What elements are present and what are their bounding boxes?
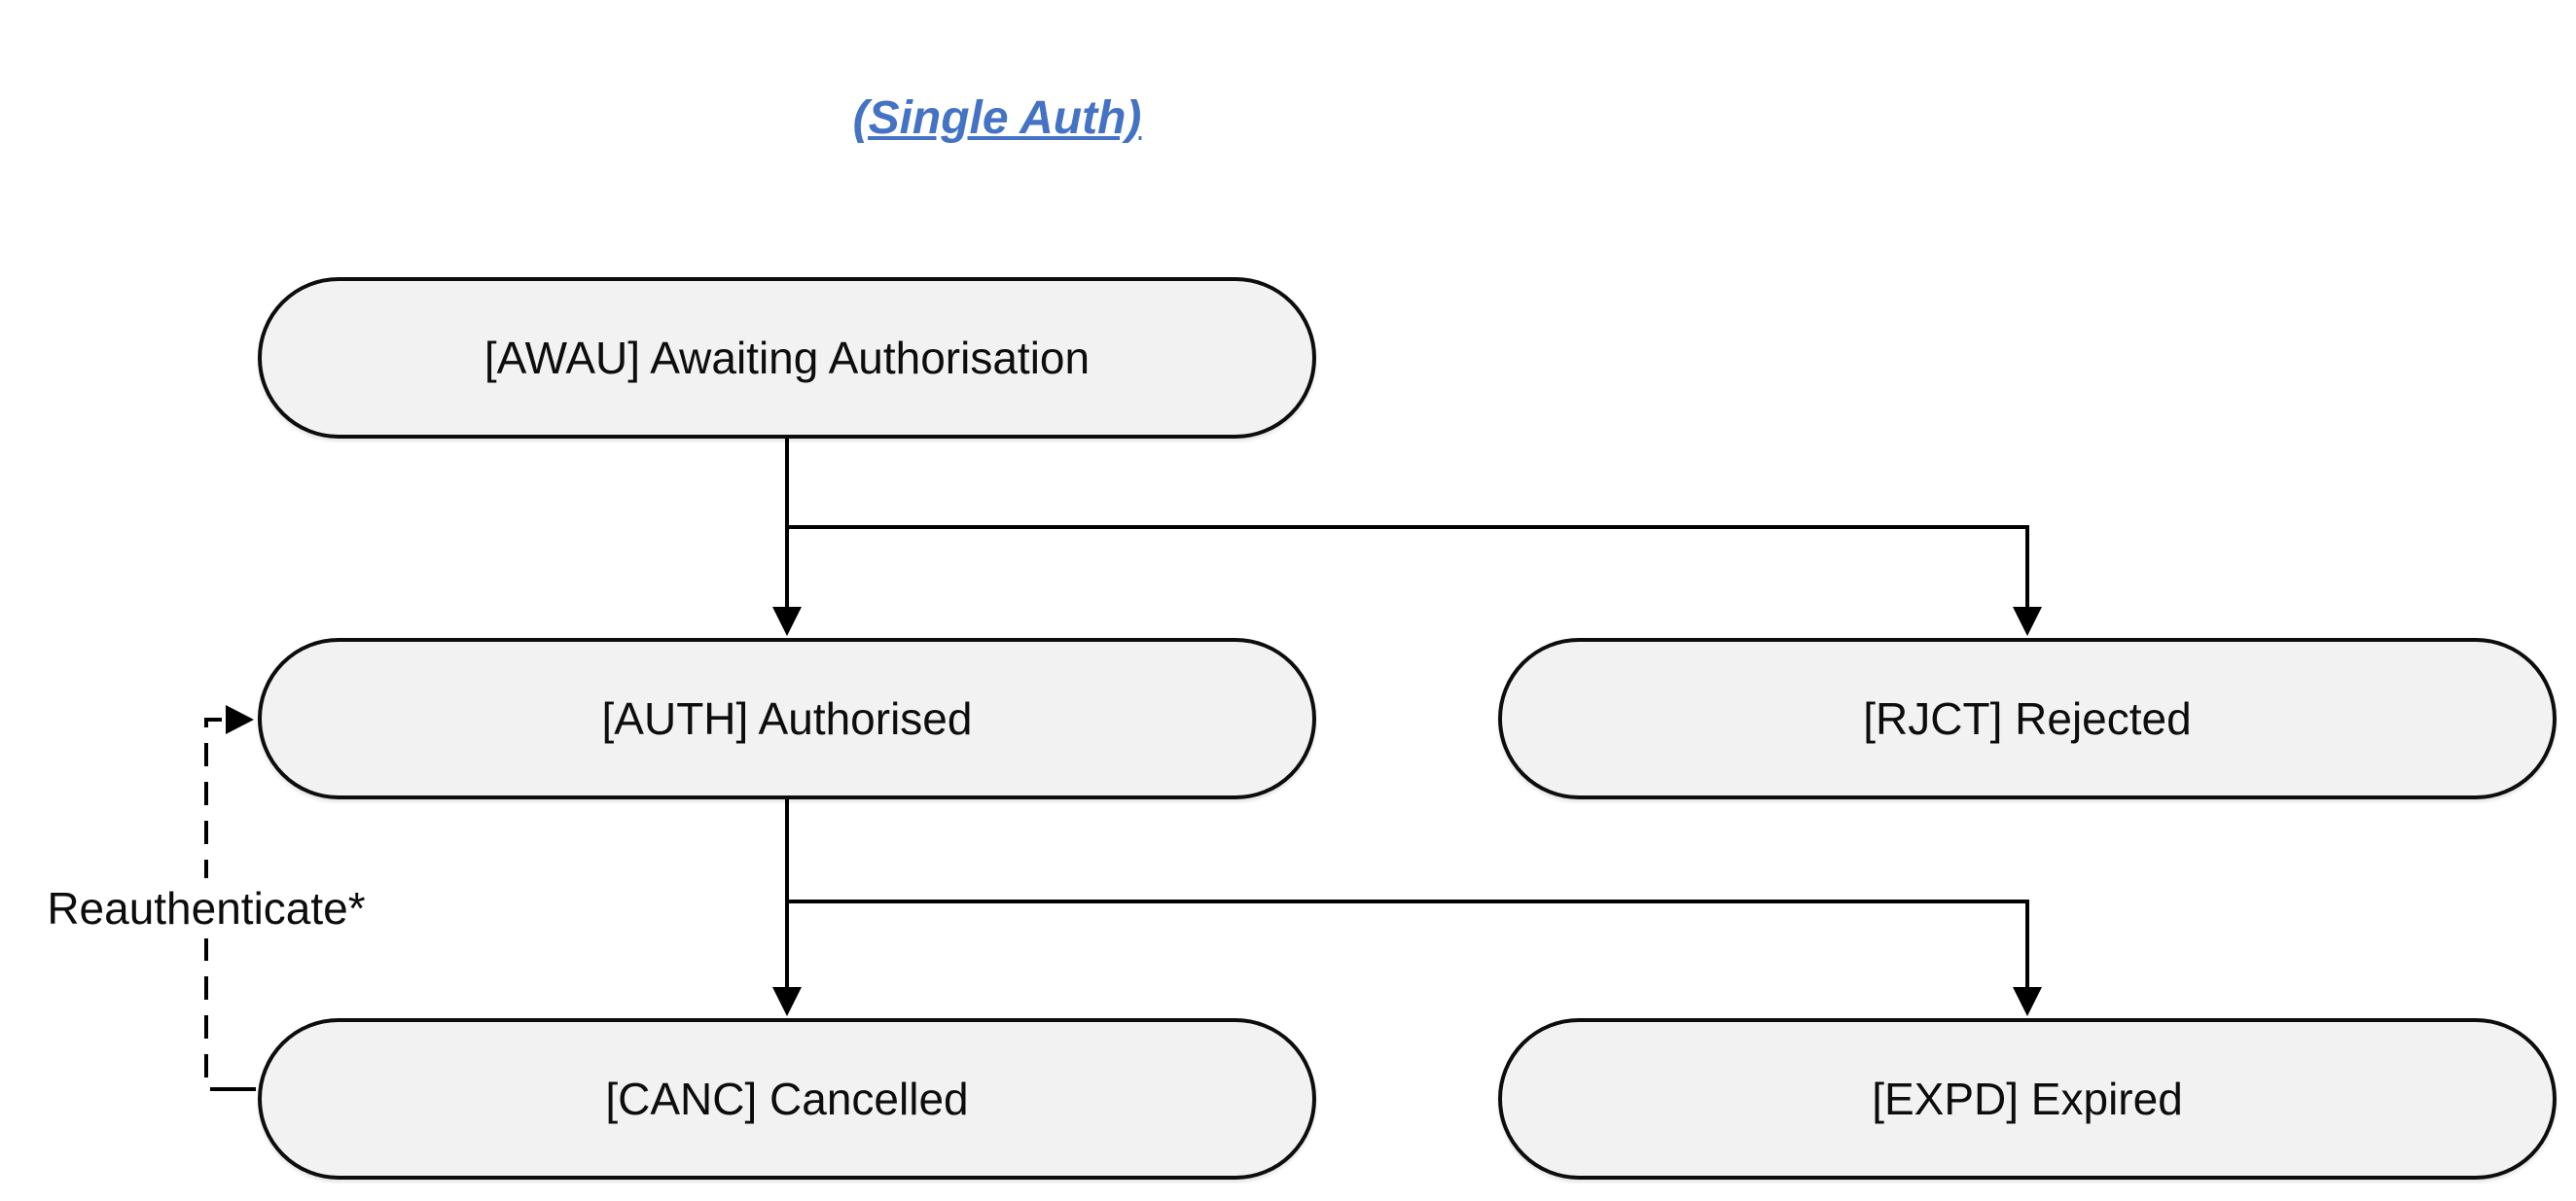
arrowhead-right-icon: [226, 705, 254, 734]
node-rjct: [RJCT] Rejected: [1498, 638, 2557, 799]
node-expd-label: [EXPD] Expired: [1872, 1074, 2183, 1124]
node-auth-label: [AUTH] Authorised: [601, 693, 973, 744]
node-awau: [AWAU] Awaiting Authorisation: [258, 277, 1316, 439]
arrowhead-down-icon: [772, 607, 802, 636]
node-canc: [CANC] Cancelled: [258, 1018, 1316, 1180]
edge-awau-to-rjct: [787, 525, 2042, 636]
edge-awau-to-auth: [772, 439, 802, 636]
node-canc-label: [CANC] Cancelled: [605, 1074, 969, 1124]
arrowhead-down-icon: [2013, 987, 2042, 1016]
diagram-title-link[interactable]: (Single Auth): [852, 92, 1142, 144]
arrowhead-down-icon: [2013, 607, 2042, 636]
edge-label-reauthenticate: Reauthenticate*: [39, 878, 374, 938]
node-rjct-label: [RJCT] Rejected: [1863, 693, 2192, 744]
arrowhead-down-icon: [772, 987, 802, 1016]
edge-auth-to-expd: [787, 900, 2042, 1016]
node-auth: [AUTH] Authorised: [258, 638, 1316, 799]
node-expd: [EXPD] Expired: [1498, 1018, 2557, 1180]
edge-auth-to-canc: [772, 799, 802, 1016]
node-awau-label: [AWAU] Awaiting Authorisation: [483, 333, 1091, 383]
